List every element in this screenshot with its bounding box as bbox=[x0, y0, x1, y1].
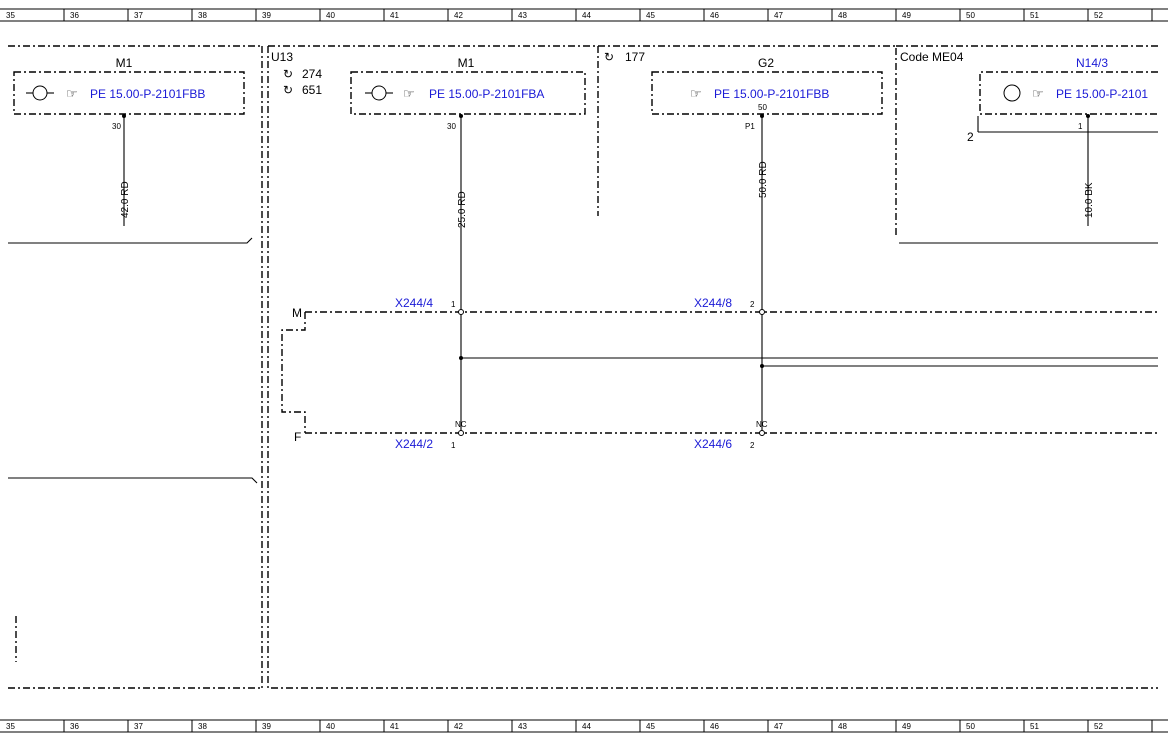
motor-icon bbox=[32, 85, 48, 101]
x244-4-label[interactable]: X244/4 bbox=[395, 296, 433, 310]
ruler-top bbox=[0, 8, 1168, 22]
ruler-number: 45 bbox=[646, 11, 655, 20]
ruler-number: 35 bbox=[6, 722, 15, 731]
g2-wire: 50.0 RD bbox=[758, 161, 769, 198]
ruler-top-labels: 35 36 37 38 39 40 41 42 43 44 45 46 47 48 49 50 51 52 bbox=[6, 9, 1153, 21]
x244-2-nc: NC bbox=[455, 420, 467, 429]
ruler-number: 43 bbox=[518, 11, 527, 20]
ruler-number: 46 bbox=[710, 11, 719, 20]
m1-mid-wire: 25.0 RD bbox=[457, 191, 468, 228]
x244-2-pin: 1 bbox=[451, 441, 456, 450]
ruler-number: 39 bbox=[262, 722, 271, 731]
ruler-number: 48 bbox=[838, 11, 847, 20]
hand-pointer-icon: ☞ bbox=[690, 86, 702, 101]
ruler-number: 39 bbox=[262, 11, 271, 20]
hand-pointer-icon: ☞ bbox=[1032, 86, 1044, 101]
module-ref3[interactable]: 177 bbox=[625, 50, 645, 64]
ruler-number: 40 bbox=[326, 11, 335, 20]
module-ref-icon-1: ↻ bbox=[283, 67, 293, 81]
ruler-number: 48 bbox=[838, 722, 847, 731]
hand-pointer-icon: ☞ bbox=[66, 86, 78, 101]
x244-6-nc: NC bbox=[756, 420, 768, 429]
module-name: U13 bbox=[271, 50, 293, 64]
ruler-number: 36 bbox=[70, 11, 79, 20]
wires bbox=[8, 114, 1158, 484]
x244-8-label[interactable]: X244/8 bbox=[694, 296, 732, 310]
ruler-number: 52 bbox=[1094, 11, 1103, 20]
component-m1-left[interactable]: ☞ bbox=[13, 71, 245, 115]
ruler-number: 38 bbox=[198, 722, 207, 731]
ruler-bottom-labels: 35 36 37 38 39 40 41 42 43 44 45 46 47 48 49 50 51 52 bbox=[6, 720, 1153, 732]
ruler-number: 44 bbox=[582, 722, 591, 731]
g2-name: G2 bbox=[758, 56, 774, 70]
n14-name[interactable]: N14/3 bbox=[1076, 56, 1108, 70]
motor-icon bbox=[371, 85, 387, 101]
ruler-number: 42 bbox=[454, 722, 463, 731]
x244-4-pin: 1 bbox=[451, 300, 456, 309]
ruler-number: 41 bbox=[390, 722, 399, 731]
component-m1-mid[interactable]: ☞ bbox=[350, 71, 586, 115]
ruler-number: 46 bbox=[710, 722, 719, 731]
ruler-number: 50 bbox=[966, 722, 975, 731]
ruler-number: 45 bbox=[646, 722, 655, 731]
module-ref-icon-3: ↻ bbox=[604, 50, 614, 64]
ruler-number: 35 bbox=[6, 11, 15, 20]
x244-2-label[interactable]: X244/2 bbox=[395, 437, 433, 451]
m1-left-wire: 42.0 RD bbox=[120, 181, 131, 218]
g2-pin: P1 bbox=[745, 122, 755, 131]
ruler-bottom bbox=[0, 719, 1168, 733]
hand-pointer-icon: ☞ bbox=[403, 86, 415, 101]
ruler-number: 41 bbox=[390, 11, 399, 20]
module-ref-icon-2: ↻ bbox=[283, 83, 293, 97]
n14-wire: 10.0 BK bbox=[1084, 182, 1095, 218]
ruler-number: 47 bbox=[774, 722, 783, 731]
connector-f-label: F bbox=[294, 430, 301, 444]
ruler-number: 37 bbox=[134, 722, 143, 731]
module-ref2[interactable]: 651 bbox=[302, 83, 322, 97]
g2-pin-top: 50 bbox=[758, 103, 767, 112]
ruler-number: 43 bbox=[518, 722, 527, 731]
ruler-number: 49 bbox=[902, 11, 911, 20]
ruler-number: 42 bbox=[454, 11, 463, 20]
ruler-number: 51 bbox=[1030, 11, 1039, 20]
module-ref1[interactable]: 274 bbox=[302, 67, 322, 81]
ruler-number: 40 bbox=[326, 722, 335, 731]
ruler-number: 38 bbox=[198, 11, 207, 20]
n14-pin-left: 2 bbox=[967, 130, 974, 144]
g2-ref[interactable]: PE 15.00-P-2101FBB bbox=[714, 87, 829, 101]
ruler-number: 52 bbox=[1094, 722, 1103, 731]
transistor-icon bbox=[1003, 84, 1021, 102]
n14-ref[interactable]: PE 15.00-P-2101 bbox=[1056, 87, 1148, 101]
boundary-lines bbox=[8, 45, 1158, 689]
ruler-number: 37 bbox=[134, 11, 143, 20]
component-n14-3[interactable]: ☞ bbox=[979, 71, 1158, 115]
x244-6-label[interactable]: X244/6 bbox=[694, 437, 732, 451]
component-g2[interactable]: ☞ bbox=[651, 71, 883, 115]
x244-8-pin: 2 bbox=[750, 300, 755, 309]
m1-mid-name: M1 bbox=[458, 56, 475, 70]
ruler-number: 36 bbox=[70, 722, 79, 731]
m1-left-name: M1 bbox=[116, 56, 133, 70]
n14-pin: 1 bbox=[1078, 122, 1083, 131]
ruler-number: 50 bbox=[966, 11, 975, 20]
m1-left-ref[interactable]: PE 15.00-P-2101FBB bbox=[90, 87, 205, 101]
m1-left-pin: 30 bbox=[112, 122, 121, 131]
module-code: Code ME04 bbox=[900, 50, 964, 64]
m1-mid-ref[interactable]: PE 15.00-P-2101FBA bbox=[429, 87, 544, 101]
x244-6-pin: 2 bbox=[750, 441, 755, 450]
ruler-number: 47 bbox=[774, 11, 783, 20]
connector-m-label: M bbox=[292, 306, 302, 320]
ruler-number: 44 bbox=[582, 11, 591, 20]
m1-mid-pin: 30 bbox=[447, 122, 456, 131]
ruler-number: 49 bbox=[902, 722, 911, 731]
ruler-number: 51 bbox=[1030, 722, 1039, 731]
